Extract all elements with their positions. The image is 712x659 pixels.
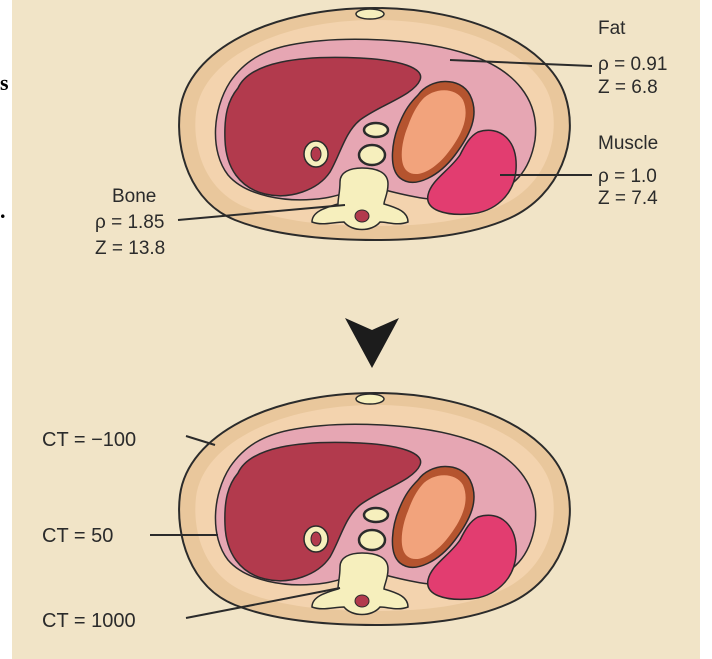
bone-ct-label: CT = 1000: [42, 610, 136, 632]
cross-section-bottom: [179, 393, 570, 625]
bone-z: Z = 13.8: [95, 238, 165, 259]
cross-section-top: [179, 8, 570, 240]
fat-ct-label: CT = −100: [42, 429, 136, 451]
fat-label: Fat: [598, 18, 626, 39]
muscle-ct-label: CT = 50: [42, 525, 113, 547]
edge-fragment-top: s: [0, 70, 9, 95]
fat-rho: ρ = 0.91: [598, 54, 667, 75]
muscle-z: Z = 7.4: [598, 188, 658, 209]
bone-label: Bone: [112, 186, 156, 207]
bone-rho: ρ = 1.85: [95, 212, 164, 233]
muscle-label: Muscle: [598, 133, 658, 154]
edge-fragment-bottom: .: [0, 198, 6, 223]
muscle-rho: ρ = 1.0: [598, 166, 657, 187]
fat-z: Z = 6.8: [598, 77, 658, 98]
